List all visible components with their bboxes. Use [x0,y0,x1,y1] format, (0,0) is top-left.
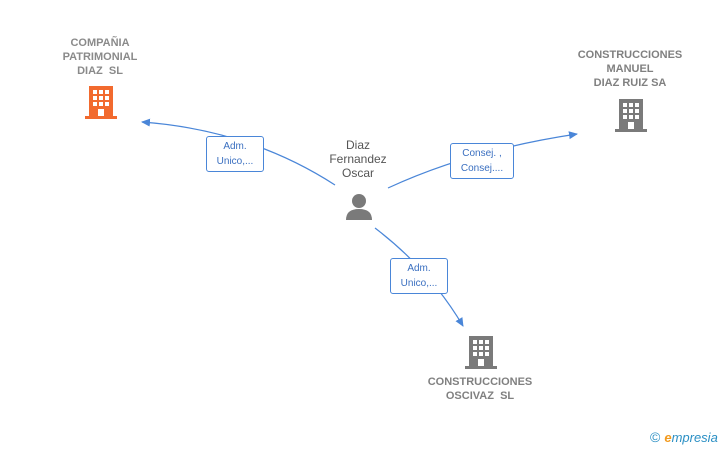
edge-label-role[interactable]: Consej. , Consej.... [450,143,514,179]
company-name[interactable]: CONSTRUCCIONES MANUEL DIAZ RUIZ SA [577,49,683,89]
brand-rest: mpresia [671,430,718,445]
person-name[interactable]: Diaz Fernandez Oscar [329,138,387,180]
edge-label-role[interactable]: Adm. Unico,... [390,258,448,294]
company-name[interactable]: CONSTRUCCIONES OSCIVAZ SL [427,376,533,402]
company-name[interactable]: COMPAÑIA PATRIMONIAL DIAZ SL [62,37,138,77]
building-icon[interactable] [615,97,647,133]
building-icon[interactable] [85,84,117,120]
empresia-logo: ©empresia [650,429,718,445]
copyright-symbol: © [650,429,661,445]
person-icon[interactable] [344,192,374,222]
edge-label-role[interactable]: Adm. Unico,... [206,136,264,172]
building-icon[interactable] [465,334,497,370]
brand-first-letter: e [664,430,672,445]
